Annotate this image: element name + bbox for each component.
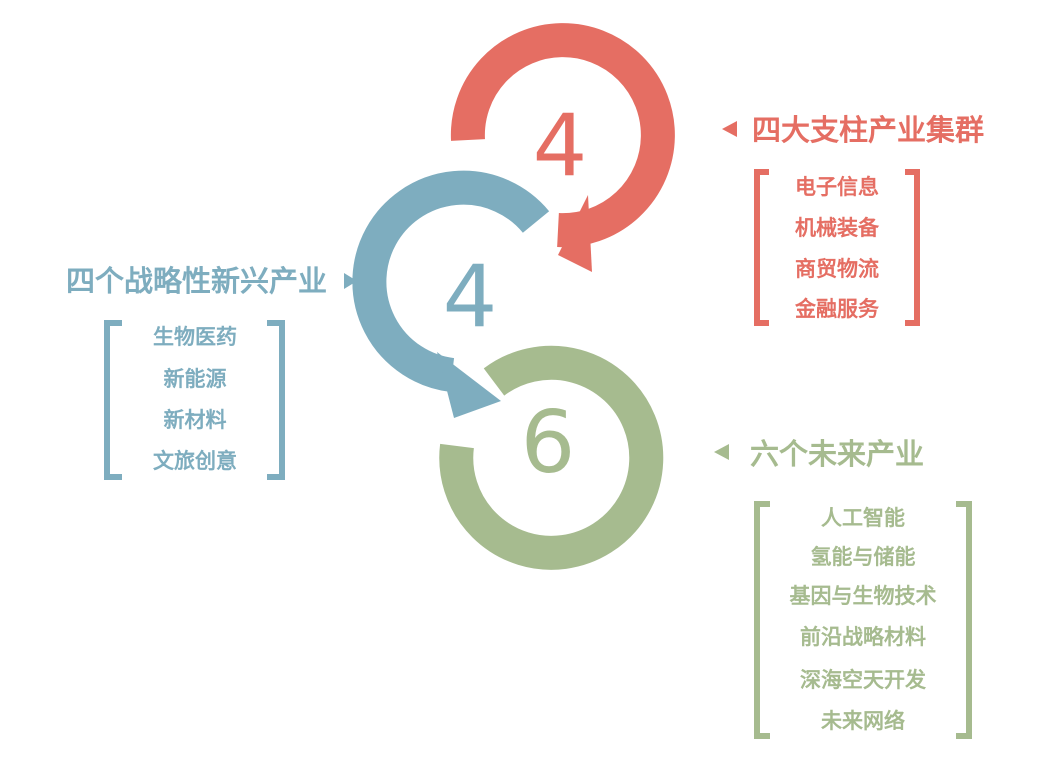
strategic-bracket-left (104, 320, 122, 480)
blue-cycle-arrow (352, 170, 550, 418)
future-bracket-left (754, 501, 770, 739)
strategic-item: 新材料 (163, 408, 227, 432)
blue-arrow-head (437, 352, 501, 418)
pillar-item: 商贸物流 (795, 257, 879, 281)
green-cycle-arrow (439, 345, 664, 570)
future-item: 未来网络 (821, 709, 905, 733)
future-bracket-right (956, 501, 972, 739)
strategic-bracket-right (267, 320, 285, 480)
strategic-industries-title: 四个战略性新兴产业 (66, 264, 328, 298)
future-item: 人工智能 (821, 506, 905, 530)
pillar-bracket-left (754, 169, 769, 326)
future-item: 氢能与储能 (810, 545, 916, 569)
pillar-count-number: 4 (533, 96, 588, 196)
future-item: 前沿战略材料 (800, 625, 926, 649)
red-arrow-head (558, 195, 592, 272)
strategic-pointer-icon (344, 273, 357, 289)
strategic-item: 生物医药 (153, 325, 237, 349)
strategic-item: 新能源 (163, 367, 227, 391)
strategic-count-number: 4 (443, 247, 498, 347)
future-pointer-icon (714, 444, 729, 460)
pillar-industries-title: 四大支柱产业集群 (752, 113, 985, 147)
pillar-bracket-right (905, 169, 920, 326)
pillar-pointer-icon (722, 121, 737, 137)
future-item: 深海空天开发 (800, 668, 926, 692)
pillar-item: 电子信息 (795, 175, 879, 199)
future-item: 基因与生物技术 (789, 584, 937, 608)
pillar-item: 机械装备 (795, 216, 879, 240)
future-industries-title: 六个未来产业 (750, 437, 925, 471)
pillar-item: 金融服务 (795, 297, 879, 321)
strategic-item: 文旅创意 (153, 449, 237, 473)
future-count-number: 6 (521, 393, 576, 493)
red-cycle-arrow (450, 23, 675, 272)
